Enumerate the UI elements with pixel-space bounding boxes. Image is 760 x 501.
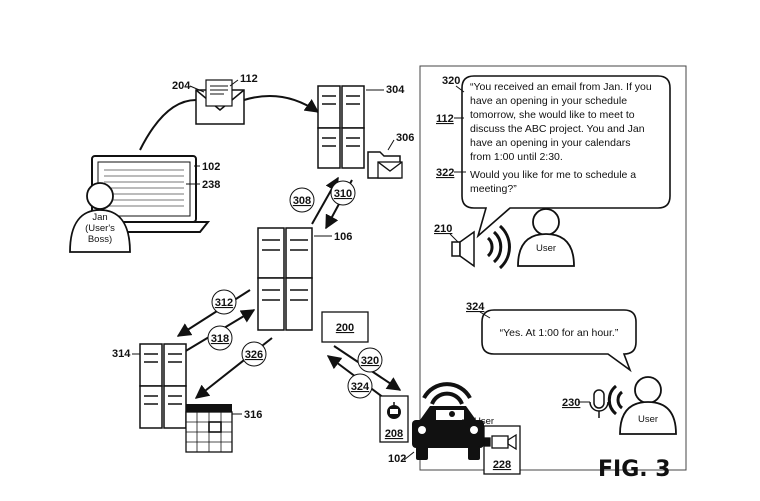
ref-112-bubble: 112 xyxy=(436,113,454,125)
conversation-panel xyxy=(419,65,687,471)
ref-318: 318 xyxy=(211,333,229,345)
server-304-icon xyxy=(317,85,365,169)
car-user-label: User xyxy=(474,416,494,427)
ref-102-laptop: 102 xyxy=(202,161,220,173)
ref-102-car: 102 xyxy=(388,453,406,465)
video-camera-icon xyxy=(483,433,517,451)
bubble-top-line-1: “You received an email from Jan. If you xyxy=(470,81,652,93)
ref-106: 106 xyxy=(334,231,352,243)
bubble-top-line-4: discuss the ABC project. You and Jan xyxy=(470,123,645,135)
bubble-top-line-5: have an opening in your calendars xyxy=(470,137,631,149)
ref-324-bubble: 324 xyxy=(466,301,485,313)
boss-avatar xyxy=(69,182,131,253)
ref-320-bubble: 320 xyxy=(442,75,460,87)
ref-306: 306 xyxy=(396,132,414,144)
step-308 xyxy=(289,187,315,213)
ref-314: 314 xyxy=(112,348,131,360)
ref-326: 326 xyxy=(245,349,263,361)
robot-icon xyxy=(387,402,401,419)
ref-310: 310 xyxy=(334,188,352,200)
step-326 xyxy=(241,341,267,367)
user-label-top: User xyxy=(536,243,556,254)
step-324 xyxy=(347,373,373,399)
bubble-top-line-7: Would you like for me to schedule a xyxy=(470,169,636,181)
server-106-icon xyxy=(257,227,313,331)
ref-204: 204 xyxy=(172,80,191,92)
ref-322: 322 xyxy=(436,167,454,179)
sound-waves-icon xyxy=(486,224,511,270)
bubble-top-line-6: from 1:00 until 2:30. xyxy=(470,151,563,163)
figure-title: FIG. 3 xyxy=(598,457,671,482)
boss-label-role2: Boss) xyxy=(88,234,112,245)
boss-label-role1: (User's xyxy=(85,223,115,234)
server-314-icon xyxy=(139,343,187,429)
bubble-top-line-3: tomorrow, she would like to meet to xyxy=(470,109,635,121)
ref-112-email: 112 xyxy=(240,73,258,85)
ref-308: 308 xyxy=(293,195,311,207)
ref-324-flow: 324 xyxy=(351,381,370,393)
ref-320-flow: 320 xyxy=(361,355,379,367)
component-200-box xyxy=(321,311,369,343)
bubble-bottom-line-1: “Yes. At 1:00 for an hour.” xyxy=(500,327,619,339)
boss-label-name: Jan xyxy=(92,212,107,223)
voice-waves-icon xyxy=(607,384,624,416)
ref-210: 210 xyxy=(434,223,452,235)
ref-208: 208 xyxy=(385,428,403,440)
email-envelope-icon xyxy=(195,79,245,125)
email-flow-curve xyxy=(139,99,197,151)
ref-304: 304 xyxy=(386,84,405,96)
bubble-top-line-2: have an opening in your schedule xyxy=(470,95,627,107)
car-icon xyxy=(412,406,484,460)
step-312 xyxy=(211,289,237,315)
ref-228: 228 xyxy=(493,459,511,471)
microphone-icon xyxy=(589,389,609,418)
ref-200: 200 xyxy=(336,322,354,334)
ref-238: 238 xyxy=(202,179,220,191)
ref-230: 230 xyxy=(562,397,580,409)
ref-316: 316 xyxy=(244,409,262,421)
bubble-top-line-8: meeting?” xyxy=(470,183,517,195)
user-speech-bubble xyxy=(481,309,637,373)
step-320 xyxy=(357,347,383,373)
step-310 xyxy=(330,180,356,206)
speaker-icon xyxy=(451,230,475,268)
mail-folder-icon xyxy=(367,151,403,179)
user-label-bottom: User xyxy=(638,414,658,425)
wifi-icon xyxy=(422,382,472,405)
assistant-speech-bubble xyxy=(461,75,671,239)
camera-device-228 xyxy=(483,425,521,475)
user-avatar-top xyxy=(517,208,575,267)
calendar-icon xyxy=(185,404,233,453)
step-318 xyxy=(207,325,233,351)
ref-312: 312 xyxy=(215,297,233,309)
user-avatar-bottom xyxy=(619,376,677,435)
